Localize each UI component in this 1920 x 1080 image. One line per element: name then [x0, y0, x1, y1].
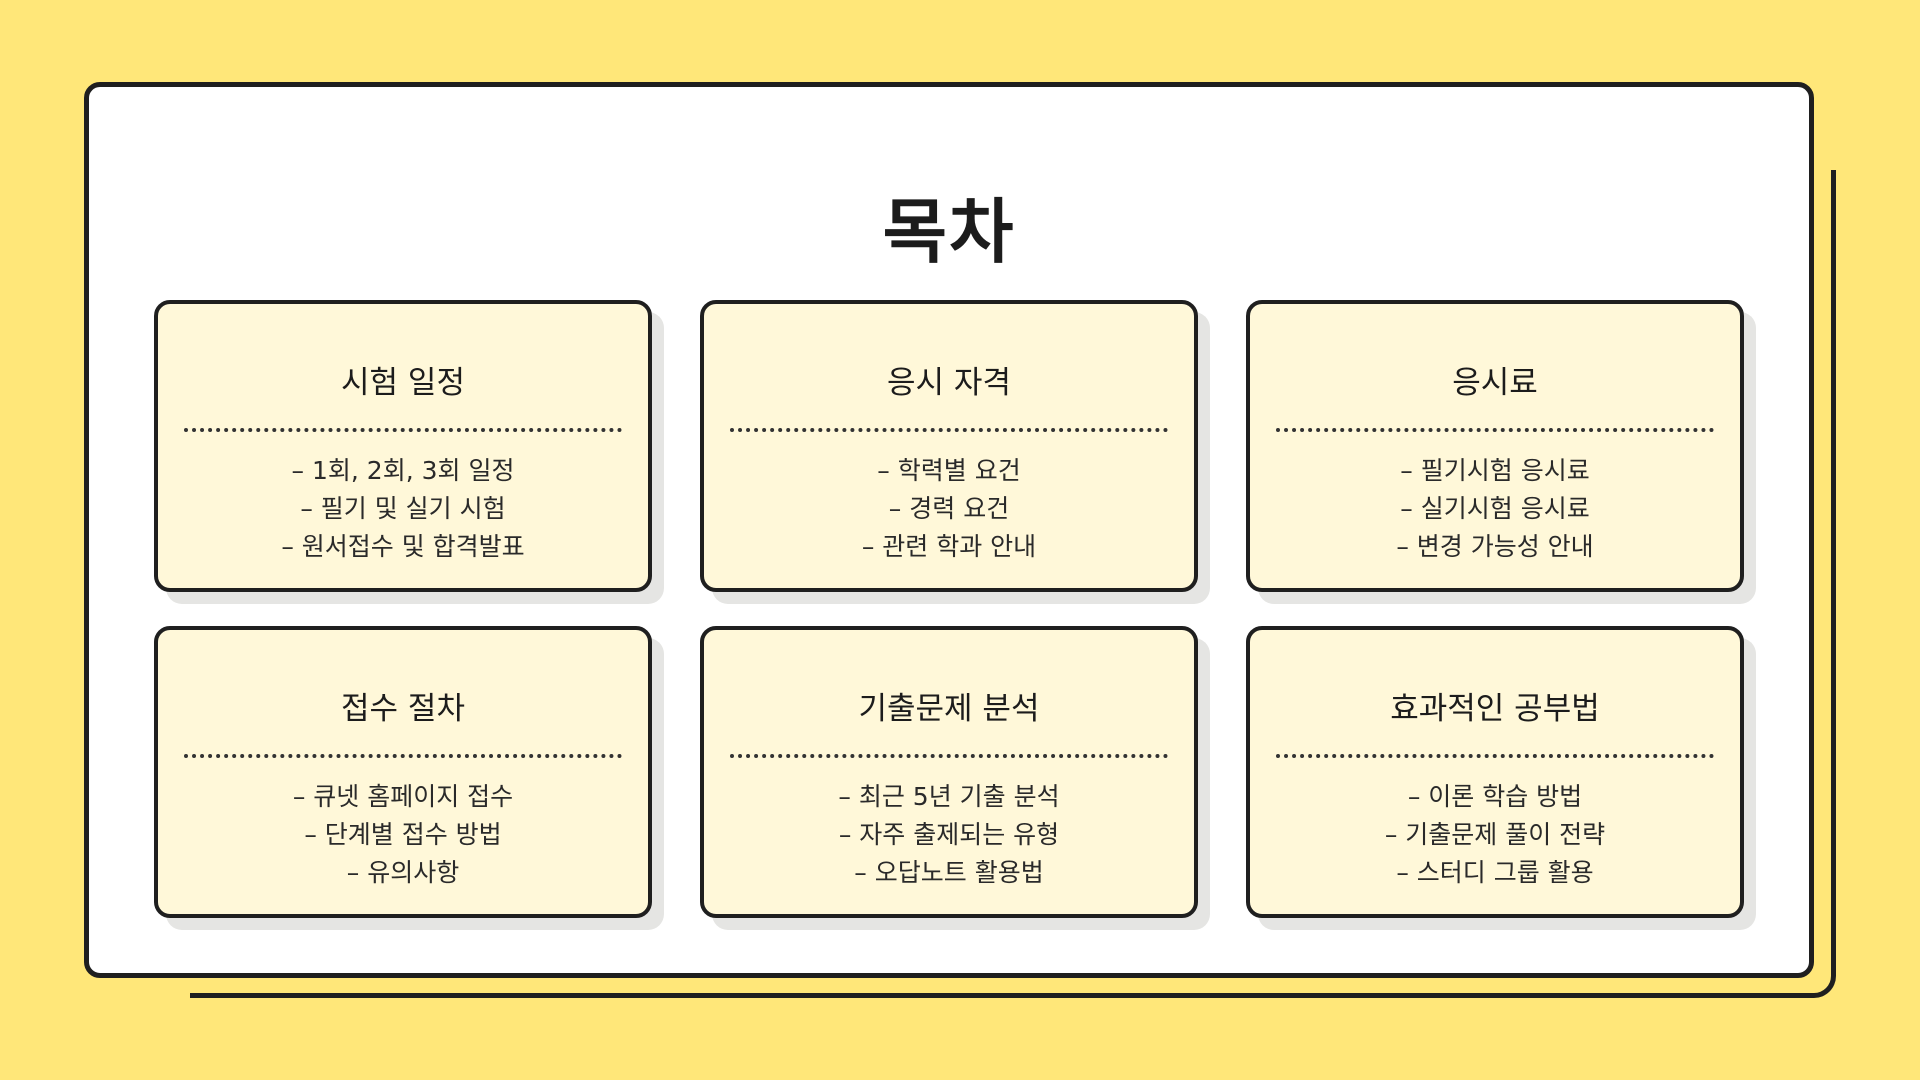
- list-item: – 최근 5년 기출 분석: [838, 782, 1060, 811]
- list-item: – 관련 학과 안내: [861, 532, 1037, 561]
- toc-card-exam-schedule[interactable]: 시험 일정 – 1회, 2회, 3회 일정 – 필기 및 실기 시험 – 원서접…: [154, 300, 652, 592]
- list-item: – 변경 가능성 안내: [1396, 532, 1594, 561]
- card-title: 효과적인 공부법: [1390, 691, 1600, 727]
- card-title: 기출문제 분석: [858, 691, 1040, 727]
- list-item: – 실기시험 응시료: [1400, 494, 1590, 523]
- list-item: – 자주 출제되는 유형: [838, 820, 1060, 849]
- toc-card-study-methods[interactable]: 효과적인 공부법 – 이론 학습 방법 – 기출문제 풀이 전략 – 스터디 그…: [1246, 626, 1744, 918]
- list-item: – 유의사항: [346, 858, 460, 887]
- card-item-list: – 학력별 요건 – 경력 요건 – 관련 학과 안내: [704, 452, 1194, 566]
- list-item: – 단계별 접수 방법: [304, 820, 502, 849]
- toc-card-past-exam-analysis[interactable]: 기출문제 분석 – 최근 5년 기출 분석 – 자주 출제되는 유형 – 오답노…: [700, 626, 1198, 918]
- card-item-list: – 최근 5년 기출 분석 – 자주 출제되는 유형 – 오답노트 활용법: [704, 778, 1194, 892]
- card-item-list: – 1회, 2회, 3회 일정 – 필기 및 실기 시험 – 원서접수 및 합격…: [158, 452, 648, 566]
- list-item: – 큐넷 홈페이지 접수: [292, 782, 514, 811]
- frame-offset-outline: [190, 170, 1836, 998]
- card-item-list: – 큐넷 홈페이지 접수 – 단계별 접수 방법 – 유의사항: [158, 778, 648, 892]
- list-item: – 이론 학습 방법: [1407, 782, 1583, 811]
- toc-card-eligibility[interactable]: 응시 자격 – 학력별 요건 – 경력 요건 – 관련 학과 안내: [700, 300, 1198, 592]
- toc-card-exam-fee[interactable]: 응시료 – 필기시험 응시료 – 실기시험 응시료 – 변경 가능성 안내: [1246, 300, 1744, 592]
- card-title: 응시 자격: [887, 365, 1011, 401]
- dotted-divider: [1276, 428, 1714, 432]
- list-item: – 원서접수 및 합격발표: [281, 532, 525, 561]
- list-item: – 학력별 요건: [877, 456, 1021, 485]
- page-title: 목차: [882, 190, 1016, 273]
- list-item: – 기출문제 풀이 전략: [1384, 820, 1606, 849]
- list-item: – 1회, 2회, 3회 일정: [291, 456, 515, 485]
- list-item: – 오답노트 활용법: [854, 858, 1044, 887]
- dotted-divider: [184, 428, 622, 432]
- card-item-list: – 필기시험 응시료 – 실기시험 응시료 – 변경 가능성 안내: [1250, 452, 1740, 566]
- card-title: 응시료: [1452, 365, 1538, 401]
- card-item-list: – 이론 학습 방법 – 기출문제 풀이 전략 – 스터디 그룹 활용: [1250, 778, 1740, 892]
- dotted-divider: [1276, 754, 1714, 758]
- card-title: 접수 절차: [341, 691, 465, 727]
- dotted-divider: [184, 754, 622, 758]
- list-item: – 필기시험 응시료: [1400, 456, 1590, 485]
- dotted-divider: [730, 428, 1168, 432]
- list-item: – 스터디 그룹 활용: [1396, 858, 1594, 887]
- toc-card-application-process[interactable]: 접수 절차 – 큐넷 홈페이지 접수 – 단계별 접수 방법 – 유의사항: [154, 626, 652, 918]
- list-item: – 필기 및 실기 시험: [300, 494, 506, 523]
- list-item: – 경력 요건: [888, 494, 1010, 523]
- card-title: 시험 일정: [341, 365, 465, 401]
- dotted-divider: [730, 754, 1168, 758]
